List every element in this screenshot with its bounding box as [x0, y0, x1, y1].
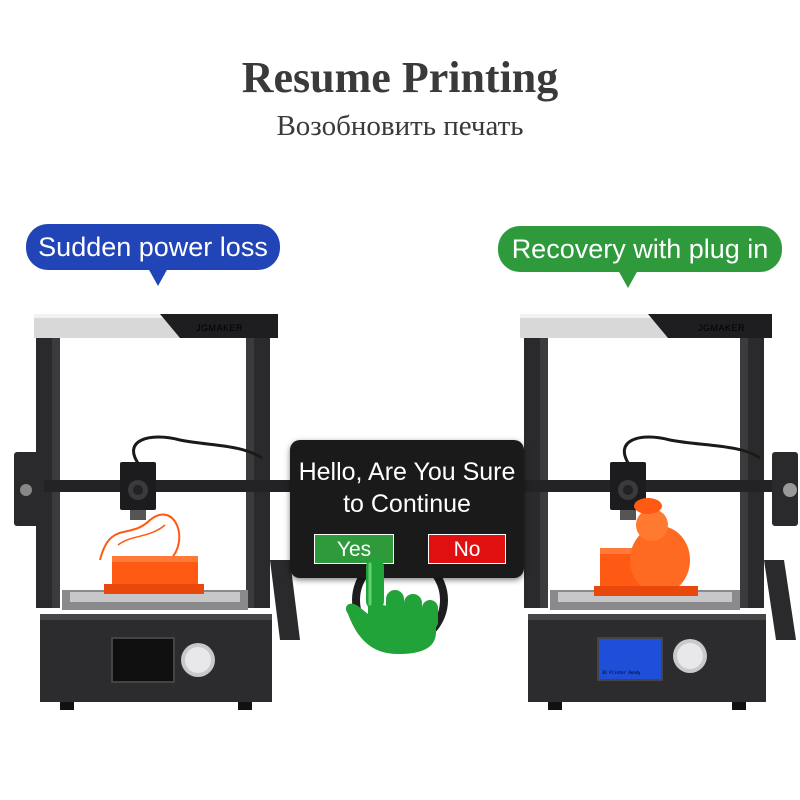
recovery-label: Recovery with plug in [511, 234, 769, 264]
left-brand-logo: JGMAKER [196, 323, 243, 333]
right-brand-logo: JGMAKER [698, 323, 745, 333]
left-printer: JGMAKER [14, 314, 314, 710]
no-button[interactable]: No [428, 534, 506, 564]
bubble-tail [618, 270, 638, 288]
dialog-line-2: to Continue [343, 490, 471, 518]
page-title: Resume Printing [241, 53, 559, 102]
dialog-message: Hello, Are You Sure to Continue [290, 456, 524, 520]
bubble-tail [148, 268, 168, 286]
recovery-bubble: Recovery with plug in [498, 226, 782, 288]
lcd-status-text: 3D Printer Ready [602, 670, 641, 675]
pointing-hand-icon [345, 558, 438, 654]
yes-button[interactable]: Yes [314, 534, 394, 564]
right-printer: JGMAKER 3D Printer Ready [500, 314, 798, 710]
power-loss-bubble: Sudden power loss [26, 224, 280, 286]
dialog-line-1: Hello, Are You Sure [298, 458, 516, 486]
power-loss-label: Sudden power loss [38, 232, 268, 262]
page-subtitle: Возобновить печать [276, 110, 524, 142]
right-lcd-screen [597, 637, 663, 681]
resume-dialog: Hello, Are You Sure to Continue Yes No [290, 440, 524, 578]
